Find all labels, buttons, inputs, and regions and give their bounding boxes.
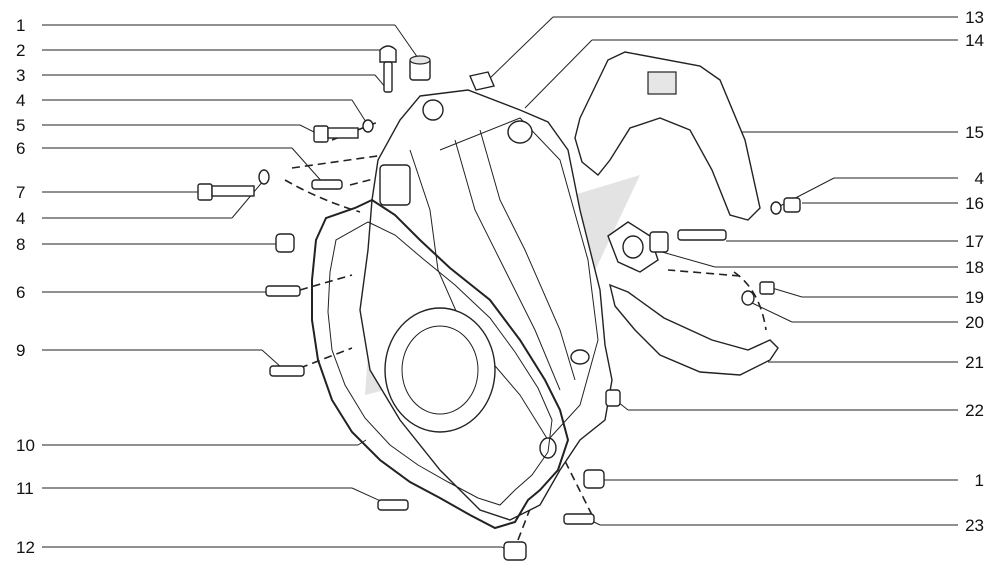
part-9-stud [269, 365, 305, 377]
part-6-stud-a [311, 179, 343, 190]
callout-label: 18 [965, 258, 984, 277]
part-5-bolt [313, 125, 359, 143]
part-23-stud [563, 513, 595, 525]
part-20-washer [741, 290, 755, 306]
callout-label: 12 [16, 538, 35, 557]
callout-label: 21 [965, 353, 984, 372]
part-19-bolt [759, 281, 775, 295]
callout-label: 6 [16, 139, 25, 158]
callout-label: 19 [965, 288, 984, 307]
callout-label: 4 [975, 169, 984, 188]
part-11-stud [377, 499, 409, 511]
callout-label: 2 [16, 41, 25, 60]
callout-label: 4 [16, 91, 25, 110]
part-4-washer-b [258, 169, 270, 185]
callout-label: 13 [965, 8, 984, 27]
part-7-long-bolt [197, 183, 255, 201]
callout-label: 7 [16, 183, 25, 202]
callout-label: 20 [965, 313, 984, 332]
callout-label: 14 [965, 31, 984, 50]
part-17-stud [677, 229, 727, 241]
callout-label: 11 [16, 479, 34, 498]
callout-label: 17 [965, 232, 984, 251]
callout-label: 1 [975, 471, 984, 490]
part-16-nut [783, 197, 801, 213]
part-6-stud-b [265, 285, 301, 297]
bellhousing-casing [359, 89, 613, 521]
part-15-cover-plate [574, 51, 761, 221]
callout-label: 9 [16, 341, 25, 360]
leader-lines-right [487, 16, 958, 526]
gasket [311, 198, 570, 530]
callout-label: 3 [16, 66, 25, 85]
callout-label: 15 [965, 123, 984, 142]
part-13-clip [469, 71, 495, 91]
part-4-washer-a [362, 119, 374, 133]
callout-label: 4 [16, 209, 25, 228]
part-18-bearing-flange [607, 221, 669, 273]
part-8-dowel [275, 233, 295, 253]
callout-label: 22 [965, 401, 984, 420]
part-21-shield [609, 283, 779, 376]
callout-label: 5 [16, 116, 25, 135]
part-22-plug [605, 389, 621, 407]
part-12-dowel [503, 541, 527, 561]
part-4-washer-c [770, 201, 782, 215]
callout-label: 10 [16, 436, 35, 455]
callout-label: 16 [965, 194, 984, 213]
callout-label: 1 [16, 16, 25, 35]
callout-labels-right: 13 14 15 4 16 17 18 19 20 21 22 1 23 [965, 8, 984, 535]
part-1-plug-top [409, 55, 431, 81]
callout-label: 8 [16, 235, 25, 254]
part-3-breather-stem [383, 61, 393, 93]
part-2-breather-cap [379, 45, 397, 63]
part-1-plug-bottom [583, 469, 605, 489]
callout-label: 6 [16, 283, 25, 302]
callout-labels-left: 1 2 3 4 5 6 7 4 8 6 9 10 11 12 [16, 16, 35, 557]
callout-label: 23 [965, 516, 984, 535]
